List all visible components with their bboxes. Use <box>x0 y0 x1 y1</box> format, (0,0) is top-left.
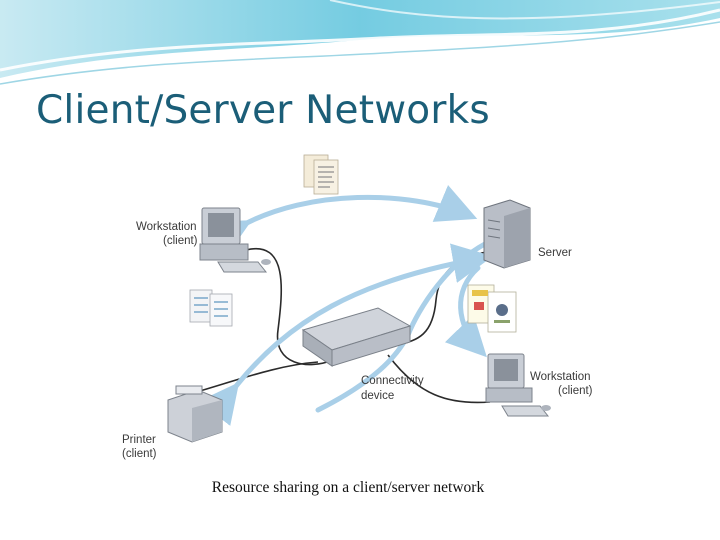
label-printer: Printer <box>122 434 156 446</box>
label-workstation-bottom: Workstation <box>530 371 591 383</box>
arrow-workstation-server <box>207 185 478 257</box>
document-stack-right-icon <box>467 284 517 333</box>
label-server: Server <box>538 247 572 259</box>
network-diagram: Workstation (client) Server Connectivity… <box>122 154 593 460</box>
server-icon <box>483 199 531 269</box>
label-printer-client: (client) <box>122 448 157 460</box>
slide-title: Client/Server Networks <box>36 88 490 133</box>
label-connectivity: Connectivity <box>361 375 424 387</box>
label-workstation-top-client: (client) <box>163 235 198 247</box>
label-device: device <box>361 390 394 402</box>
workstation-bottom-icon <box>485 353 551 417</box>
label-workstation-bottom-client: (client) <box>558 385 593 397</box>
workstation-top-icon <box>199 207 271 273</box>
header-wave-decoration <box>0 0 720 85</box>
arrow-to-printer <box>198 243 493 426</box>
figure-caption: Resource sharing on a client/server netw… <box>211 479 485 496</box>
document-stack-top-icon <box>303 154 339 195</box>
printer-icon <box>167 385 223 443</box>
document-stack-left-icon <box>189 289 233 327</box>
connectivity-device-icon <box>301 307 412 367</box>
label-workstation-top: Workstation <box>136 221 197 233</box>
